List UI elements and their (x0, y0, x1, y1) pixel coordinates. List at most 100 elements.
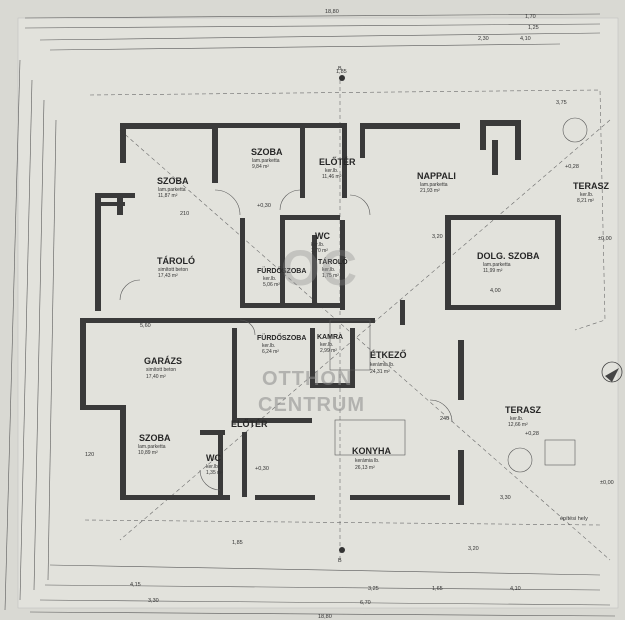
watermark-logo: OC (281, 240, 358, 296)
svg-text:FÜRDŐSZOBA: FÜRDŐSZOBA (257, 333, 306, 342)
room-szoba-3: SZOBA lam.parketta 10,89 m² (138, 433, 171, 456)
svg-text:ELŐTÉR: ELŐTÉR (319, 156, 356, 167)
dim-bottom-4: 1,65 (432, 586, 443, 592)
svg-text:építési hely: építési hely (560, 516, 588, 522)
svg-text:+0,30: +0,30 (255, 466, 269, 472)
room-furdoszoba-2: FÜRDŐSZOBA ker.lb. 6,24 m² (257, 333, 306, 355)
svg-text:lam.parketta: lam.parketta (483, 262, 511, 268)
dim-top-2: 1,25 (528, 25, 539, 31)
svg-text:ker.lb.: ker.lb. (263, 276, 276, 282)
svg-text:9,84 m²: 9,84 m² (252, 164, 269, 170)
svg-text:kerámia lb.: kerámia lb. (355, 458, 379, 464)
svg-text:SZOBA: SZOBA (157, 176, 189, 186)
svg-text:210: 210 (180, 211, 189, 217)
door-swings (119, 189, 453, 491)
svg-text:±0,00: ±0,00 (600, 480, 614, 486)
svg-text:3,30: 3,30 (500, 495, 511, 501)
svg-text:4,00: 4,00 (490, 288, 501, 294)
svg-text:SZOBA: SZOBA (139, 433, 171, 443)
dim-bottom-7: 3,30 (148, 598, 159, 604)
svg-text:ker.lb.: ker.lb. (580, 192, 593, 198)
section-label-bottom: B (338, 558, 342, 564)
svg-text:6,24 m²: 6,24 m² (262, 349, 279, 355)
svg-text:simított beton: simított beton (146, 367, 176, 373)
section-markers: B B (338, 66, 345, 564)
svg-text:TÁROLÓ: TÁROLÓ (157, 255, 195, 266)
room-wc-2: WC ker.lb. 1,35 m² (206, 453, 223, 476)
svg-text:11,46 m²: 11,46 m² (322, 174, 342, 180)
north-arrow (601, 361, 623, 383)
svg-text:11,99 m²: 11,99 m² (483, 268, 503, 274)
bottom-dimension-chains: 4,15 1,85 3,25 1,65 4,10 6,70 18,80 3,30 (29, 540, 616, 620)
svg-text:lam.parketta: lam.parketta (138, 444, 166, 450)
dim-top-1: 1,70 (525, 14, 536, 20)
svg-text:NAPPALI: NAPPALI (417, 171, 456, 181)
svg-text:17,43 m²: 17,43 m² (158, 273, 178, 279)
room-terasz-2: TERASZ ker.lb. 12,66 m² (505, 405, 542, 428)
room-terasz-1: TERASZ ker.lb. 8,21 m² (573, 181, 610, 204)
dim-bottom-6: 6,70 (360, 600, 371, 606)
room-eloter-1: ELŐTÉR ker.lb. 11,46 m² (319, 156, 356, 180)
room-dolg-szoba: DOLG. SZOBA lam.parketta 11,99 m² (477, 251, 540, 274)
svg-text:ker.lb.: ker.lb. (311, 242, 324, 248)
svg-text:ker.lb.: ker.lb. (262, 343, 275, 349)
room-szoba-2: SZOBA lam.parketta 9,84 m² (251, 147, 283, 170)
dim-top-4: 4,10 (520, 36, 531, 42)
room-wc-1: WC ker.lb. 1,70 m² (311, 231, 330, 254)
svg-text:1,35 m²: 1,35 m² (206, 470, 223, 476)
svg-text:3,20: 3,20 (468, 546, 479, 552)
svg-text:11,87 m²: 11,87 m² (158, 193, 178, 199)
terrace-furniture (507, 117, 588, 473)
dim-bottom-1: 4,15 (130, 582, 141, 588)
room-tarolo-1: TÁROLÓ simított beton 17,43 m² (157, 255, 195, 279)
room-etkezo: ÉTKEZŐ kerámia lb. 24,31 m² (370, 349, 407, 375)
svg-text:lam.parketta: lam.parketta (252, 158, 280, 164)
room-tarolo-2: TÁROLÓ ker.lb. 1,75 m² (318, 257, 348, 279)
room-kamra: KAMRA ker.lb. 2,99 m² (317, 334, 343, 354)
svg-text:ker.lb.: ker.lb. (322, 267, 335, 273)
svg-text:26,13 m²: 26,13 m² (355, 465, 375, 471)
room-labels: SZOBA lam.parketta 11,87 m² SZOBA lam.pa… (138, 147, 610, 476)
svg-text:+0,28: +0,28 (525, 431, 539, 437)
left-dimension-chains (4, 59, 57, 611)
room-eloter-2: ELŐTÉR (231, 418, 268, 429)
svg-text:FÜRDŐSZOBA: FÜRDŐSZOBA (257, 266, 306, 275)
svg-text:ker.lb.: ker.lb. (320, 342, 333, 348)
svg-text:TERASZ: TERASZ (505, 405, 542, 415)
dim-top-5: 1,85 (336, 69, 347, 75)
svg-text:WC: WC (315, 231, 330, 241)
room-konyha: KONYHA kerámia lb. 26,13 m² (352, 446, 392, 471)
svg-text:kerámia lb.: kerámia lb. (370, 362, 394, 368)
svg-text:2,99 m²: 2,99 m² (320, 348, 337, 354)
svg-text:simított beton: simított beton (158, 267, 188, 273)
svg-text:1,75 m²: 1,75 m² (322, 273, 339, 279)
dim-top-6: 3,75 (556, 100, 567, 106)
svg-text:21,93 m²: 21,93 m² (420, 188, 440, 194)
svg-text:ÉTKEZŐ: ÉTKEZŐ (370, 349, 407, 360)
room-furdoszoba-1: FÜRDŐSZOBA ker.lb. 5,06 m² (257, 266, 306, 288)
walls (80, 120, 561, 505)
dim-bottom-2: 1,85 (232, 540, 243, 546)
svg-text:3,20: 3,20 (432, 234, 443, 240)
svg-text:10,89 m²: 10,89 m² (138, 450, 158, 456)
svg-text:240: 240 (440, 416, 449, 422)
svg-text:5,06 m²: 5,06 m² (263, 282, 280, 288)
svg-text:TÁROLÓ: TÁROLÓ (318, 257, 348, 266)
svg-text:ker.lb.: ker.lb. (510, 416, 523, 422)
watermark-line2: CENTRUM (258, 394, 365, 416)
svg-text:WC: WC (206, 453, 221, 463)
svg-text:24,31 m²: 24,31 m² (370, 369, 390, 375)
watermark: OC OTTHON CENTRUM (258, 240, 365, 416)
svg-text:±0,00: ±0,00 (598, 236, 612, 242)
svg-text:ELŐTÉR: ELŐTÉR (231, 418, 268, 429)
level-markers: +0,30 +0,28 ±0,00 ±0,00 +0,30 +0,28 3,20… (85, 164, 614, 552)
svg-text:ker.lb.: ker.lb. (206, 464, 219, 470)
room-nappali: NAPPALI lam.parketta 21,93 m² (417, 171, 456, 194)
svg-text:120: 120 (85, 452, 94, 458)
svg-text:5,60: 5,60 (140, 323, 151, 329)
dim-bottom-3: 3,25 (368, 586, 379, 592)
section-label-top: B (338, 66, 342, 72)
room-garazs: GARÁZS simított beton 17,40 m² (144, 356, 182, 380)
dim-total-top: 18,80 (325, 9, 339, 15)
svg-text:DOLG. SZOBA: DOLG. SZOBA (477, 251, 540, 261)
